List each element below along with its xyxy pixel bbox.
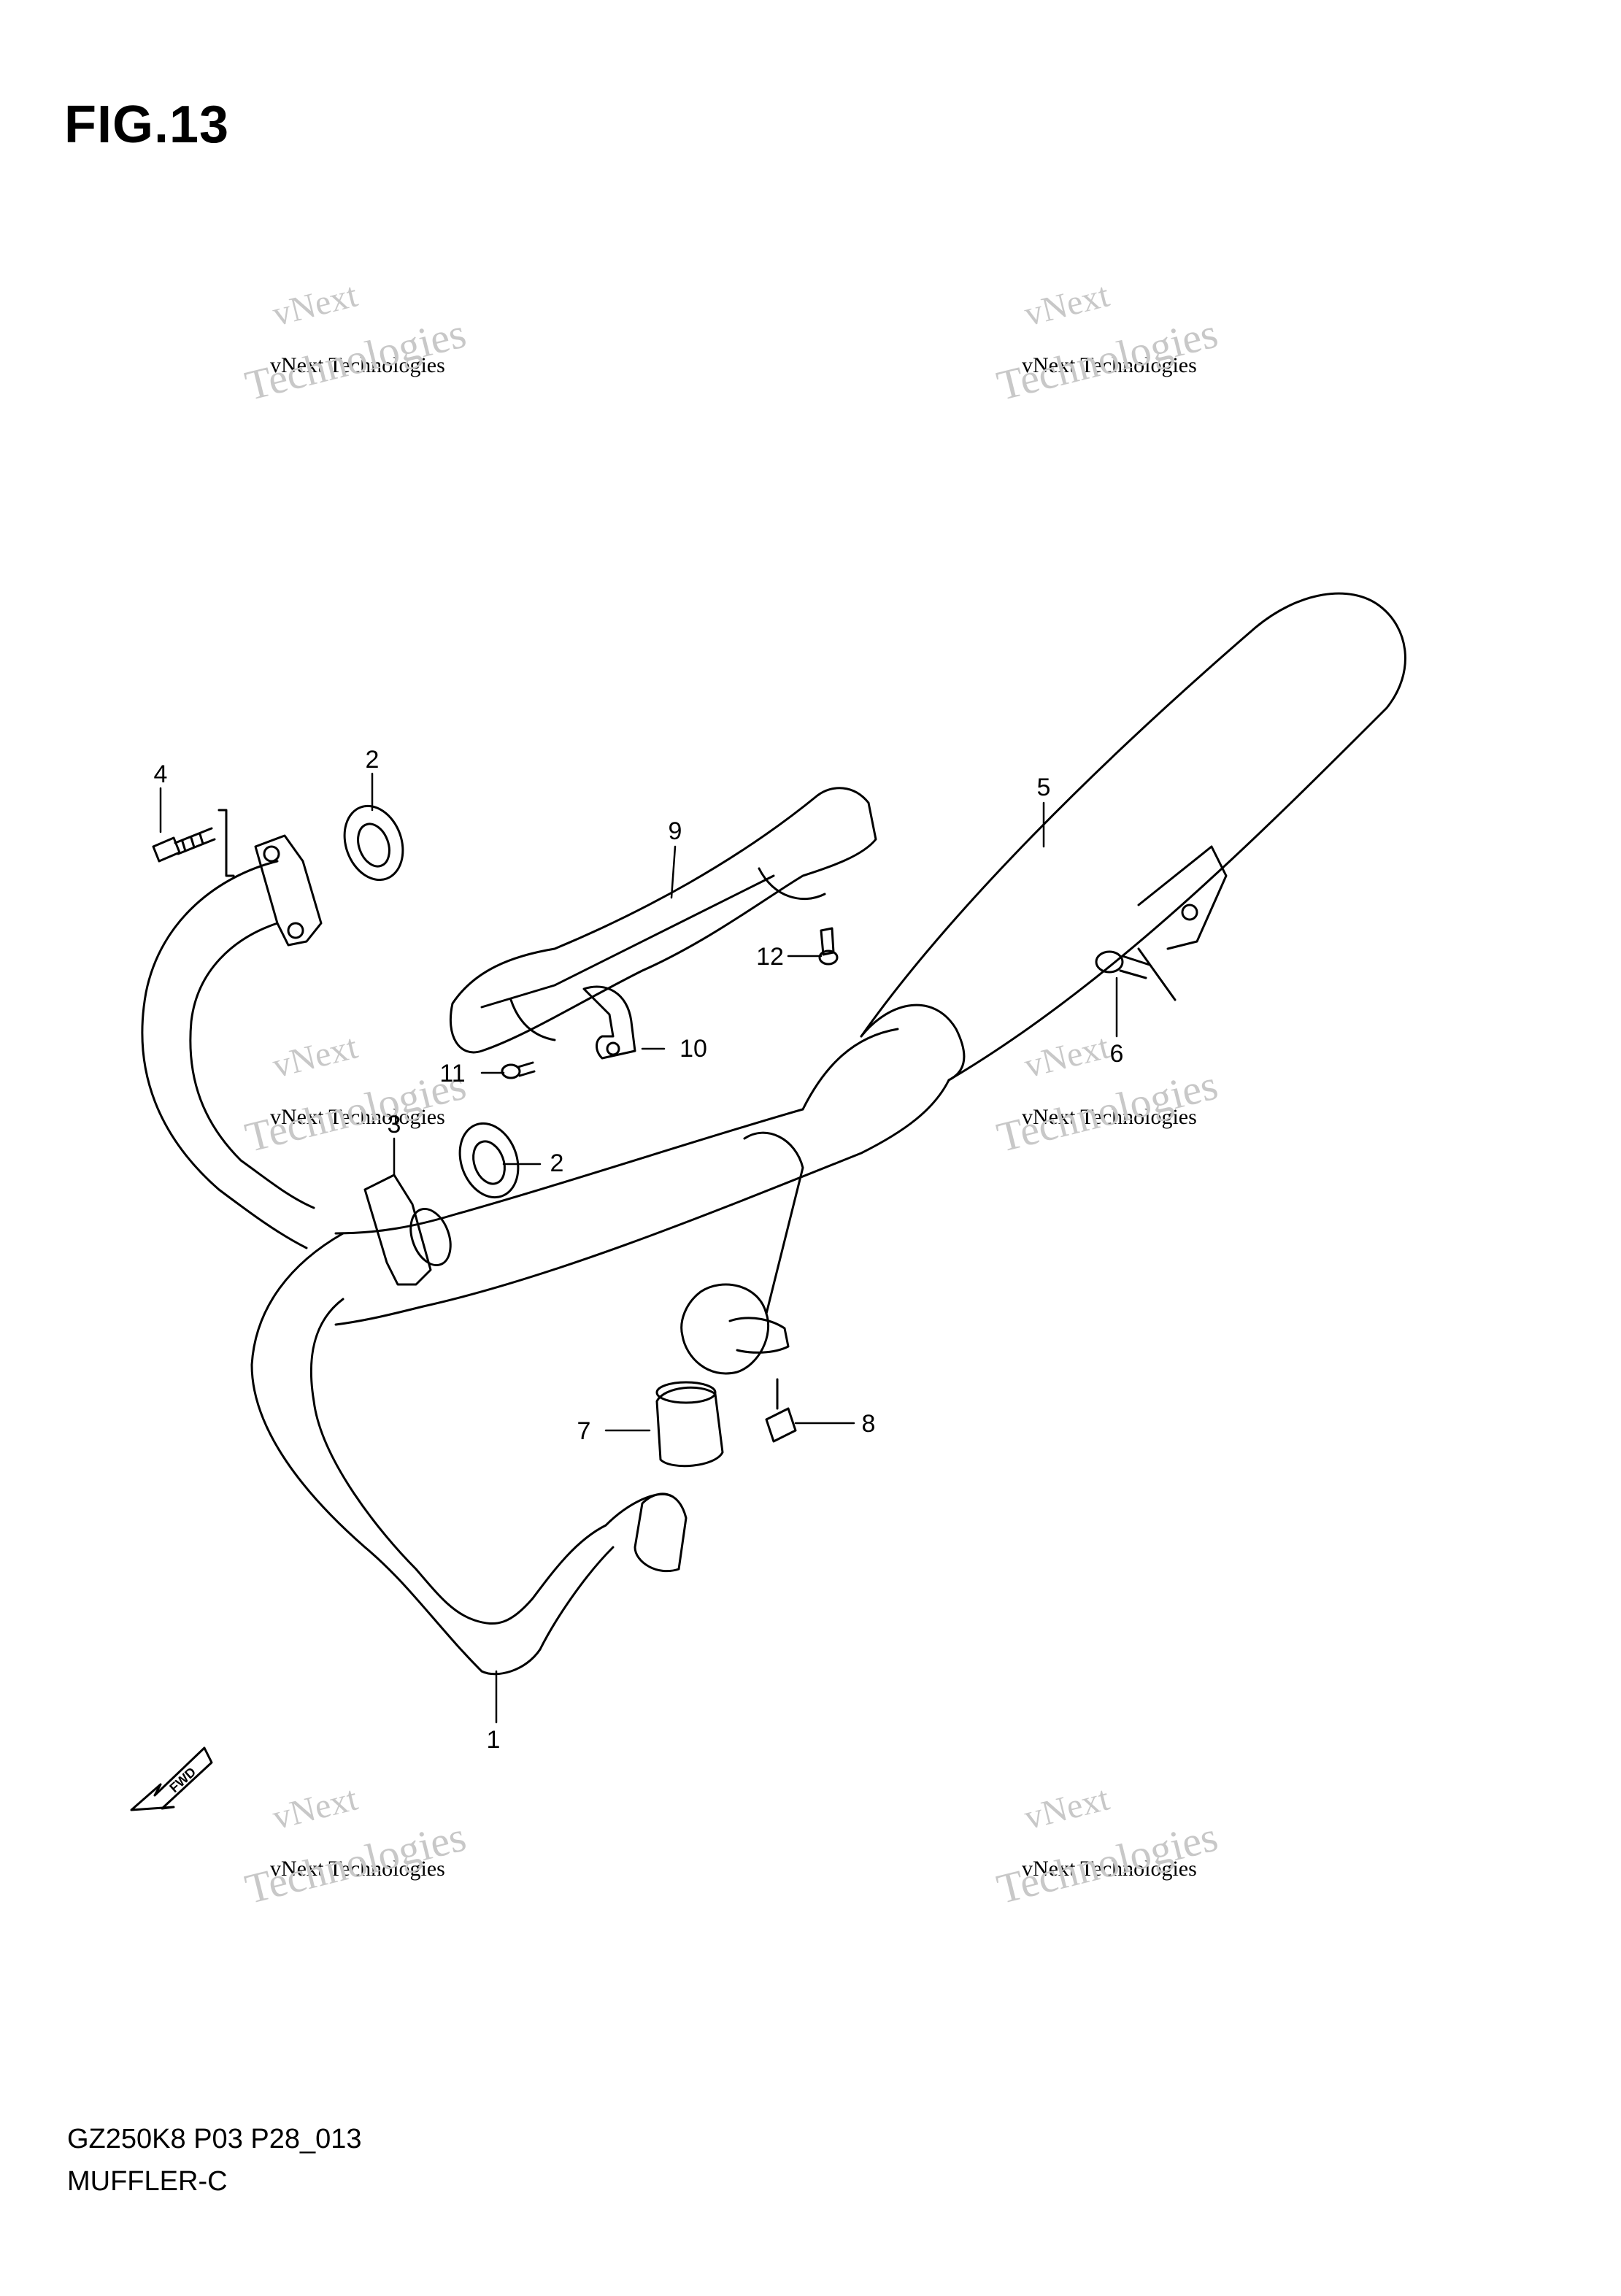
callout-3: 3 (388, 1111, 401, 1139)
callout-2-lower: 2 (550, 1149, 564, 1177)
leader-lines (159, 772, 1118, 1724)
watermark-word: Technologies (241, 1060, 471, 1161)
watermark-word: Technologies (993, 1060, 1223, 1161)
part-12-screw (818, 927, 839, 966)
callout-5: 5 (1037, 774, 1051, 801)
part-7-connector-tube (634, 1381, 724, 1573)
watermark-word: Technologies (993, 1812, 1223, 1913)
watermark-caption: vNext Technologies (270, 353, 445, 377)
callout-7: 7 (577, 1417, 591, 1445)
part-flange-rear (217, 809, 323, 947)
watermark-brand: vNext (1020, 1779, 1113, 1837)
watermark-brand: vNext (269, 1027, 361, 1085)
part-4-bolt (152, 827, 216, 863)
watermark-bottom-left: vNext vNext Technologies Technologies (241, 1779, 471, 1913)
watermark-brand: vNext (1020, 1027, 1113, 1085)
callout-8: 8 (862, 1410, 876, 1438)
part-8-bolt-clamp (680, 1131, 804, 1443)
fwd-arrow-icon (130, 1746, 213, 1811)
watermark-caption: vNext Technologies (1022, 1857, 1197, 1881)
part-1-exhaust-pipe (141, 860, 950, 1676)
callout-4: 4 (154, 760, 168, 788)
callout-numbers: 1 2 2 3 4 5 6 7 8 9 10 11 12 (154, 746, 1124, 1754)
callout-2-upper: 2 (366, 746, 380, 774)
watermark-bottom-right: vNext vNext Technologies Technologies (993, 1779, 1223, 1913)
watermark-caption: vNext Technologies (270, 1857, 445, 1881)
callout-9: 9 (669, 817, 682, 845)
watermark-word: Technologies (241, 309, 471, 409)
watermarks: vNext vNext Technologies Technologies vN… (241, 275, 1223, 1913)
watermark-top-left: vNext vNext Technologies Technologies (241, 275, 471, 409)
part-2-gasket-upper (343, 804, 404, 882)
watermark-brand: vNext (269, 1779, 361, 1837)
watermark-caption: vNext Technologies (1022, 353, 1197, 377)
watermark-brand: vNext (269, 275, 361, 334)
drawing-code: GZ250K8 P03 P28_013 (67, 2124, 362, 2154)
part-10-clamp (582, 985, 636, 1060)
part-6-bolt (1095, 950, 1151, 979)
callout-6: 6 (1110, 1040, 1124, 1068)
part-3-flange-front (363, 1174, 452, 1286)
part-5-muffler (801, 592, 1406, 1111)
part-11-screw (501, 1061, 536, 1079)
callout-11: 11 (439, 1060, 465, 1087)
section-name: MUFFLER-C (67, 2166, 228, 2197)
callout-10: 10 (679, 1035, 707, 1063)
part-9-heat-shield (449, 787, 877, 1054)
callout-1: 1 (487, 1726, 501, 1754)
part-2-gasket-lower (458, 1122, 520, 1199)
watermark-mid-right: vNext vNext Technologies Technologies (993, 1027, 1223, 1161)
figure-title: FIG.13 (64, 96, 230, 154)
watermark-word: Technologies (993, 309, 1223, 409)
watermark-caption: vNext Technologies (1022, 1105, 1197, 1129)
watermark-word: Technologies (241, 1812, 471, 1913)
watermark-caption: vNext Technologies (270, 1105, 445, 1129)
callout-12: 12 (756, 943, 784, 971)
watermark-top-right: vNext vNext Technologies Technologies (993, 275, 1223, 409)
watermark-mid-left: vNext vNext Technologies Technologies (241, 1027, 471, 1161)
watermark-brand: vNext (1020, 275, 1113, 334)
